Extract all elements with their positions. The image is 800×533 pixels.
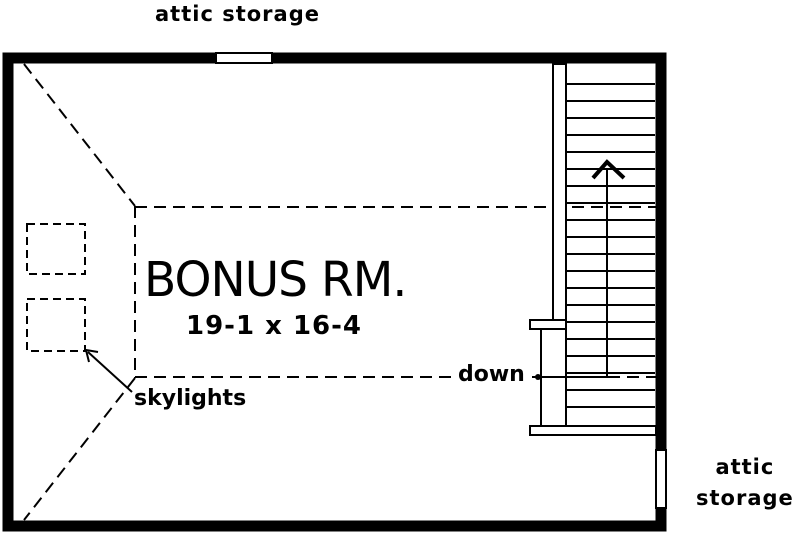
- attic-storage-label-top: attic storage: [155, 2, 320, 26]
- attic-storage-label-right-line1: attic: [715, 455, 775, 479]
- top-window: [215, 52, 273, 64]
- skylights-label: skylights: [134, 386, 247, 411]
- skylight-lower: [26, 298, 86, 352]
- down-label: down: [458, 362, 525, 387]
- attic-storage-label-right-line2: storage: [696, 486, 794, 510]
- stair-walls: [529, 63, 657, 436]
- attic-storage-label-right: attic storage: [696, 452, 794, 514]
- right-window: [655, 449, 667, 509]
- stair-direction-arrow: [535, 159, 626, 380]
- outer-wall: [2, 52, 667, 532]
- room-name: BONUS RM.: [144, 252, 407, 308]
- knee-wall-lines: [23, 63, 660, 521]
- skylights: [26, 223, 86, 352]
- exterior-walls: [2, 52, 667, 532]
- skylight-leader-arrow: [84, 348, 133, 393]
- stair-treads: [566, 83, 655, 408]
- room-dimensions: 19-1 x 16-4: [186, 311, 363, 341]
- skylight-upper: [26, 223, 86, 275]
